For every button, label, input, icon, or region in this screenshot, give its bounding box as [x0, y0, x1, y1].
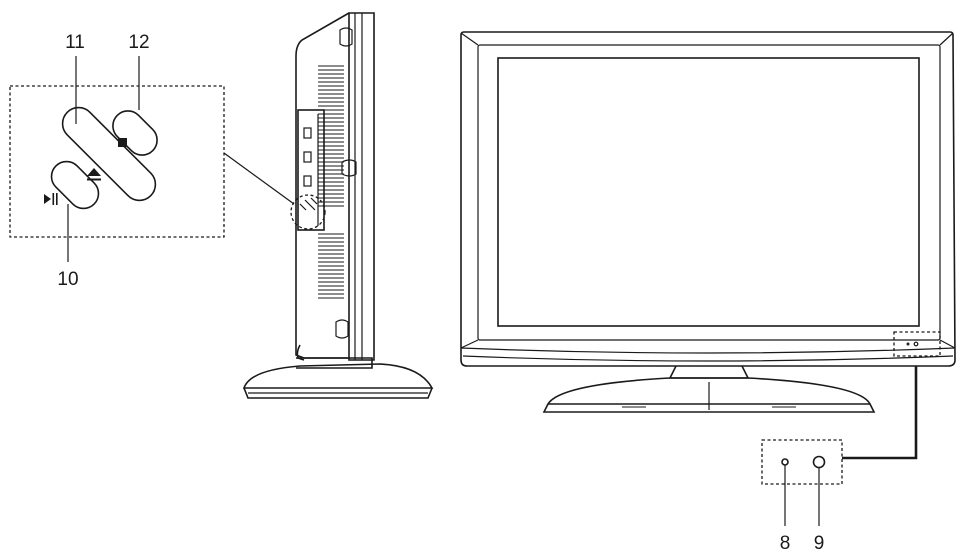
side-button-highlight [290, 194, 326, 230]
callout-sensor: 8 [780, 533, 791, 554]
inset-dashed-frame [9, 85, 225, 238]
inset-connector-line [223, 152, 295, 205]
front-stand-base [546, 377, 872, 405]
callout-play-pause: 10 [57, 269, 78, 290]
play-pause-symbol-icon [44, 193, 58, 205]
front-stand-neck [668, 365, 750, 379]
side-vents-lower [318, 233, 344, 299]
side-disc-panel [297, 109, 325, 231]
callout-indicator: 9 [814, 533, 825, 554]
side-buttons-small [299, 197, 318, 211]
front-sensor-highlight [893, 331, 941, 357]
sensor-connector-line [842, 366, 918, 460]
remote-sensor [781, 458, 789, 466]
callout-stop: 12 [128, 32, 149, 53]
button-detail-inset: 11 12 10 [9, 32, 225, 290]
play-pause-button[interactable] [45, 155, 104, 214]
tv-front-view [460, 31, 956, 413]
sensor-dashed-frame [761, 439, 843, 485]
side-stand-base [242, 363, 434, 389]
power-indicator [812, 455, 826, 469]
eject-symbol-icon [87, 168, 101, 181]
callout-eject: 11 [65, 32, 85, 53]
tv-side-view [242, 12, 434, 399]
side-vents-upper [318, 65, 344, 207]
sensor-detail-inset: 8 9 [761, 439, 843, 554]
stop-symbol-icon [118, 138, 127, 147]
stop-button[interactable] [107, 105, 164, 162]
front-screen [497, 57, 920, 327]
front-bezel [460, 31, 956, 367]
